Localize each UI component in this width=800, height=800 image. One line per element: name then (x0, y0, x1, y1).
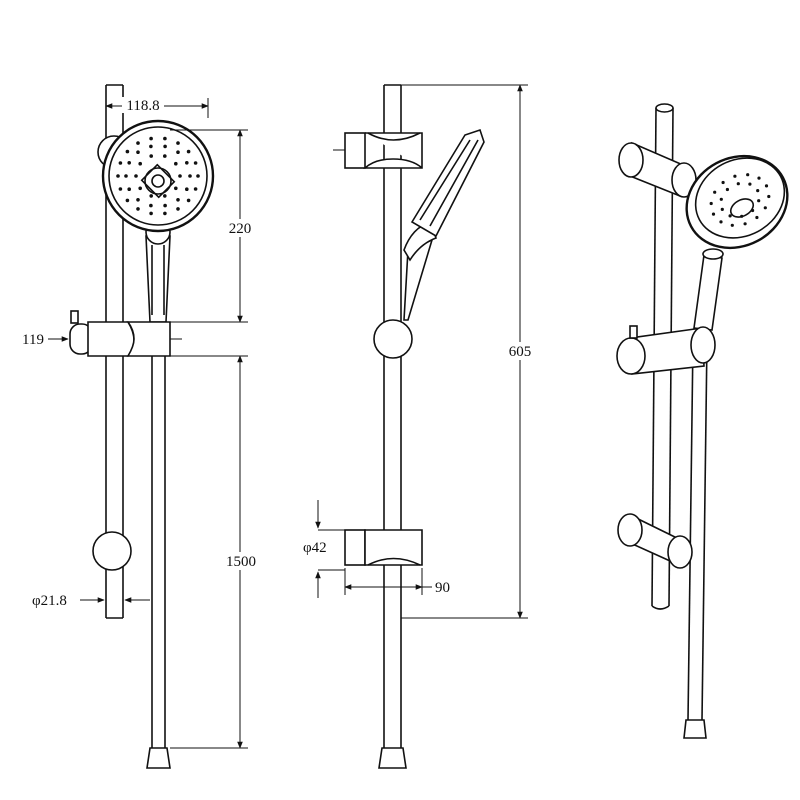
nozzle-dot (186, 198, 191, 203)
side-knob (373, 319, 413, 359)
dim-bracket-diameter: φ42 (303, 540, 327, 556)
nozzle-dot (174, 161, 178, 166)
iso-nozzle-dot (740, 214, 744, 218)
iso-nozzle-dot (709, 201, 713, 206)
front-slide-bracket (69, 310, 171, 357)
iso-nozzle-dot (764, 184, 769, 188)
iso-middle-bracket (616, 325, 716, 375)
nozzle-dot (193, 161, 198, 165)
iso-nozzle-dot (713, 190, 717, 194)
nozzle-dot (163, 194, 167, 198)
iso-nozzle-dot (757, 199, 761, 203)
iso-nozzle-dot (730, 223, 734, 227)
nozzle-dot (116, 174, 120, 178)
dim-bracket-depth: 119 (22, 332, 44, 348)
nozzle-dot (163, 136, 167, 141)
nozzle-dot (185, 187, 189, 191)
nozzle-dot (149, 211, 153, 216)
side-dimensions: φ42 90 605 (303, 84, 535, 619)
side-view: φ42 90 605 (303, 84, 535, 769)
nozzle-dot (185, 161, 189, 165)
iso-nozzle-dot (733, 174, 737, 178)
dim-bracket-width: 90 (435, 580, 450, 596)
iso-nozzle-dot (756, 189, 760, 193)
nozzle-dot (176, 141, 180, 145)
nozzle-dot (136, 150, 140, 154)
front-shower-head (101, 119, 215, 233)
iso-top-bracket (618, 141, 697, 198)
front-view: 118.8 220 119 1500 φ21.8 (22, 84, 258, 769)
side-bottom-bracket (344, 529, 423, 566)
iso-nozzle-dot (748, 182, 752, 186)
iso-bottom-bracket (617, 513, 693, 569)
nozzle-dot (149, 136, 153, 141)
iso-nozzle-dot (755, 215, 759, 220)
nozzle-dot (136, 141, 140, 145)
iso-nozzle-dot (736, 182, 740, 186)
iso-nozzle-dot (751, 208, 755, 213)
nozzle-dot (176, 207, 180, 211)
nozzle-dot (163, 211, 167, 216)
front-handle (145, 219, 171, 323)
nozzle-dot (149, 154, 153, 158)
nozzle-dot (125, 149, 130, 154)
iso-nozzle-dot (763, 206, 767, 210)
nozzle-dot (163, 203, 167, 208)
nozzle-dot (196, 174, 200, 178)
iso-nozzle-dot (757, 176, 761, 180)
dim-rail-length: 1500 (226, 554, 256, 570)
iso-nozzle-dot (746, 173, 750, 177)
front-dimensions: 118.8 220 119 1500 φ21.8 (22, 97, 258, 749)
nozzle-dot (149, 194, 153, 198)
nozzle-dot (176, 150, 180, 154)
nozzle-dot (138, 186, 142, 191)
nozzle-dot (124, 174, 128, 178)
iso-nozzle-dot (719, 220, 723, 224)
nozzle-dot (125, 198, 130, 203)
nozzle-dot (174, 186, 178, 191)
nozzle-dot (163, 144, 167, 149)
side-rail (378, 84, 407, 769)
nozzle-dot (188, 174, 192, 178)
iso-handle (693, 248, 724, 331)
nozzle-dot (136, 198, 140, 202)
dim-rail-diameter: φ21.8 (32, 593, 67, 609)
nozzle-dot (178, 174, 182, 178)
dim-overall-height: 605 (509, 344, 532, 360)
nozzle-dot (127, 187, 131, 191)
iso-nozzle-dot (719, 197, 723, 201)
dim-head-width: 118.8 (126, 98, 159, 114)
iso-nozzle-dot (767, 194, 771, 199)
nozzle-dot (149, 203, 153, 208)
side-top-bracket (333, 132, 423, 169)
iso-nozzle-dot (721, 180, 725, 185)
isometric-view (616, 103, 789, 739)
nozzle-dot (186, 149, 191, 154)
side-hand-shower (403, 128, 485, 321)
nozzle-dot (138, 161, 142, 166)
iso-hose (683, 339, 708, 739)
nozzle-dot (193, 187, 198, 191)
nozzle-dot (136, 207, 140, 211)
iso-nozzle-dot (743, 222, 747, 226)
iso-shower-head (685, 154, 789, 250)
iso-nozzle-dot (711, 212, 716, 216)
nozzle-dot (134, 174, 138, 178)
nozzle-dot (163, 154, 167, 158)
nozzle-dot (149, 144, 153, 149)
front-lower-knob (92, 531, 132, 571)
iso-nozzle-dot (728, 214, 732, 218)
nozzle-dot (118, 161, 123, 165)
iso-nozzle-dot (720, 207, 724, 211)
dim-head-height: 220 (229, 221, 252, 237)
front-hose (146, 330, 171, 769)
nozzle-dot (127, 161, 131, 165)
iso-nozzle-dot (725, 187, 730, 192)
nozzle-dot (176, 198, 180, 202)
nozzle-dot (118, 187, 123, 191)
